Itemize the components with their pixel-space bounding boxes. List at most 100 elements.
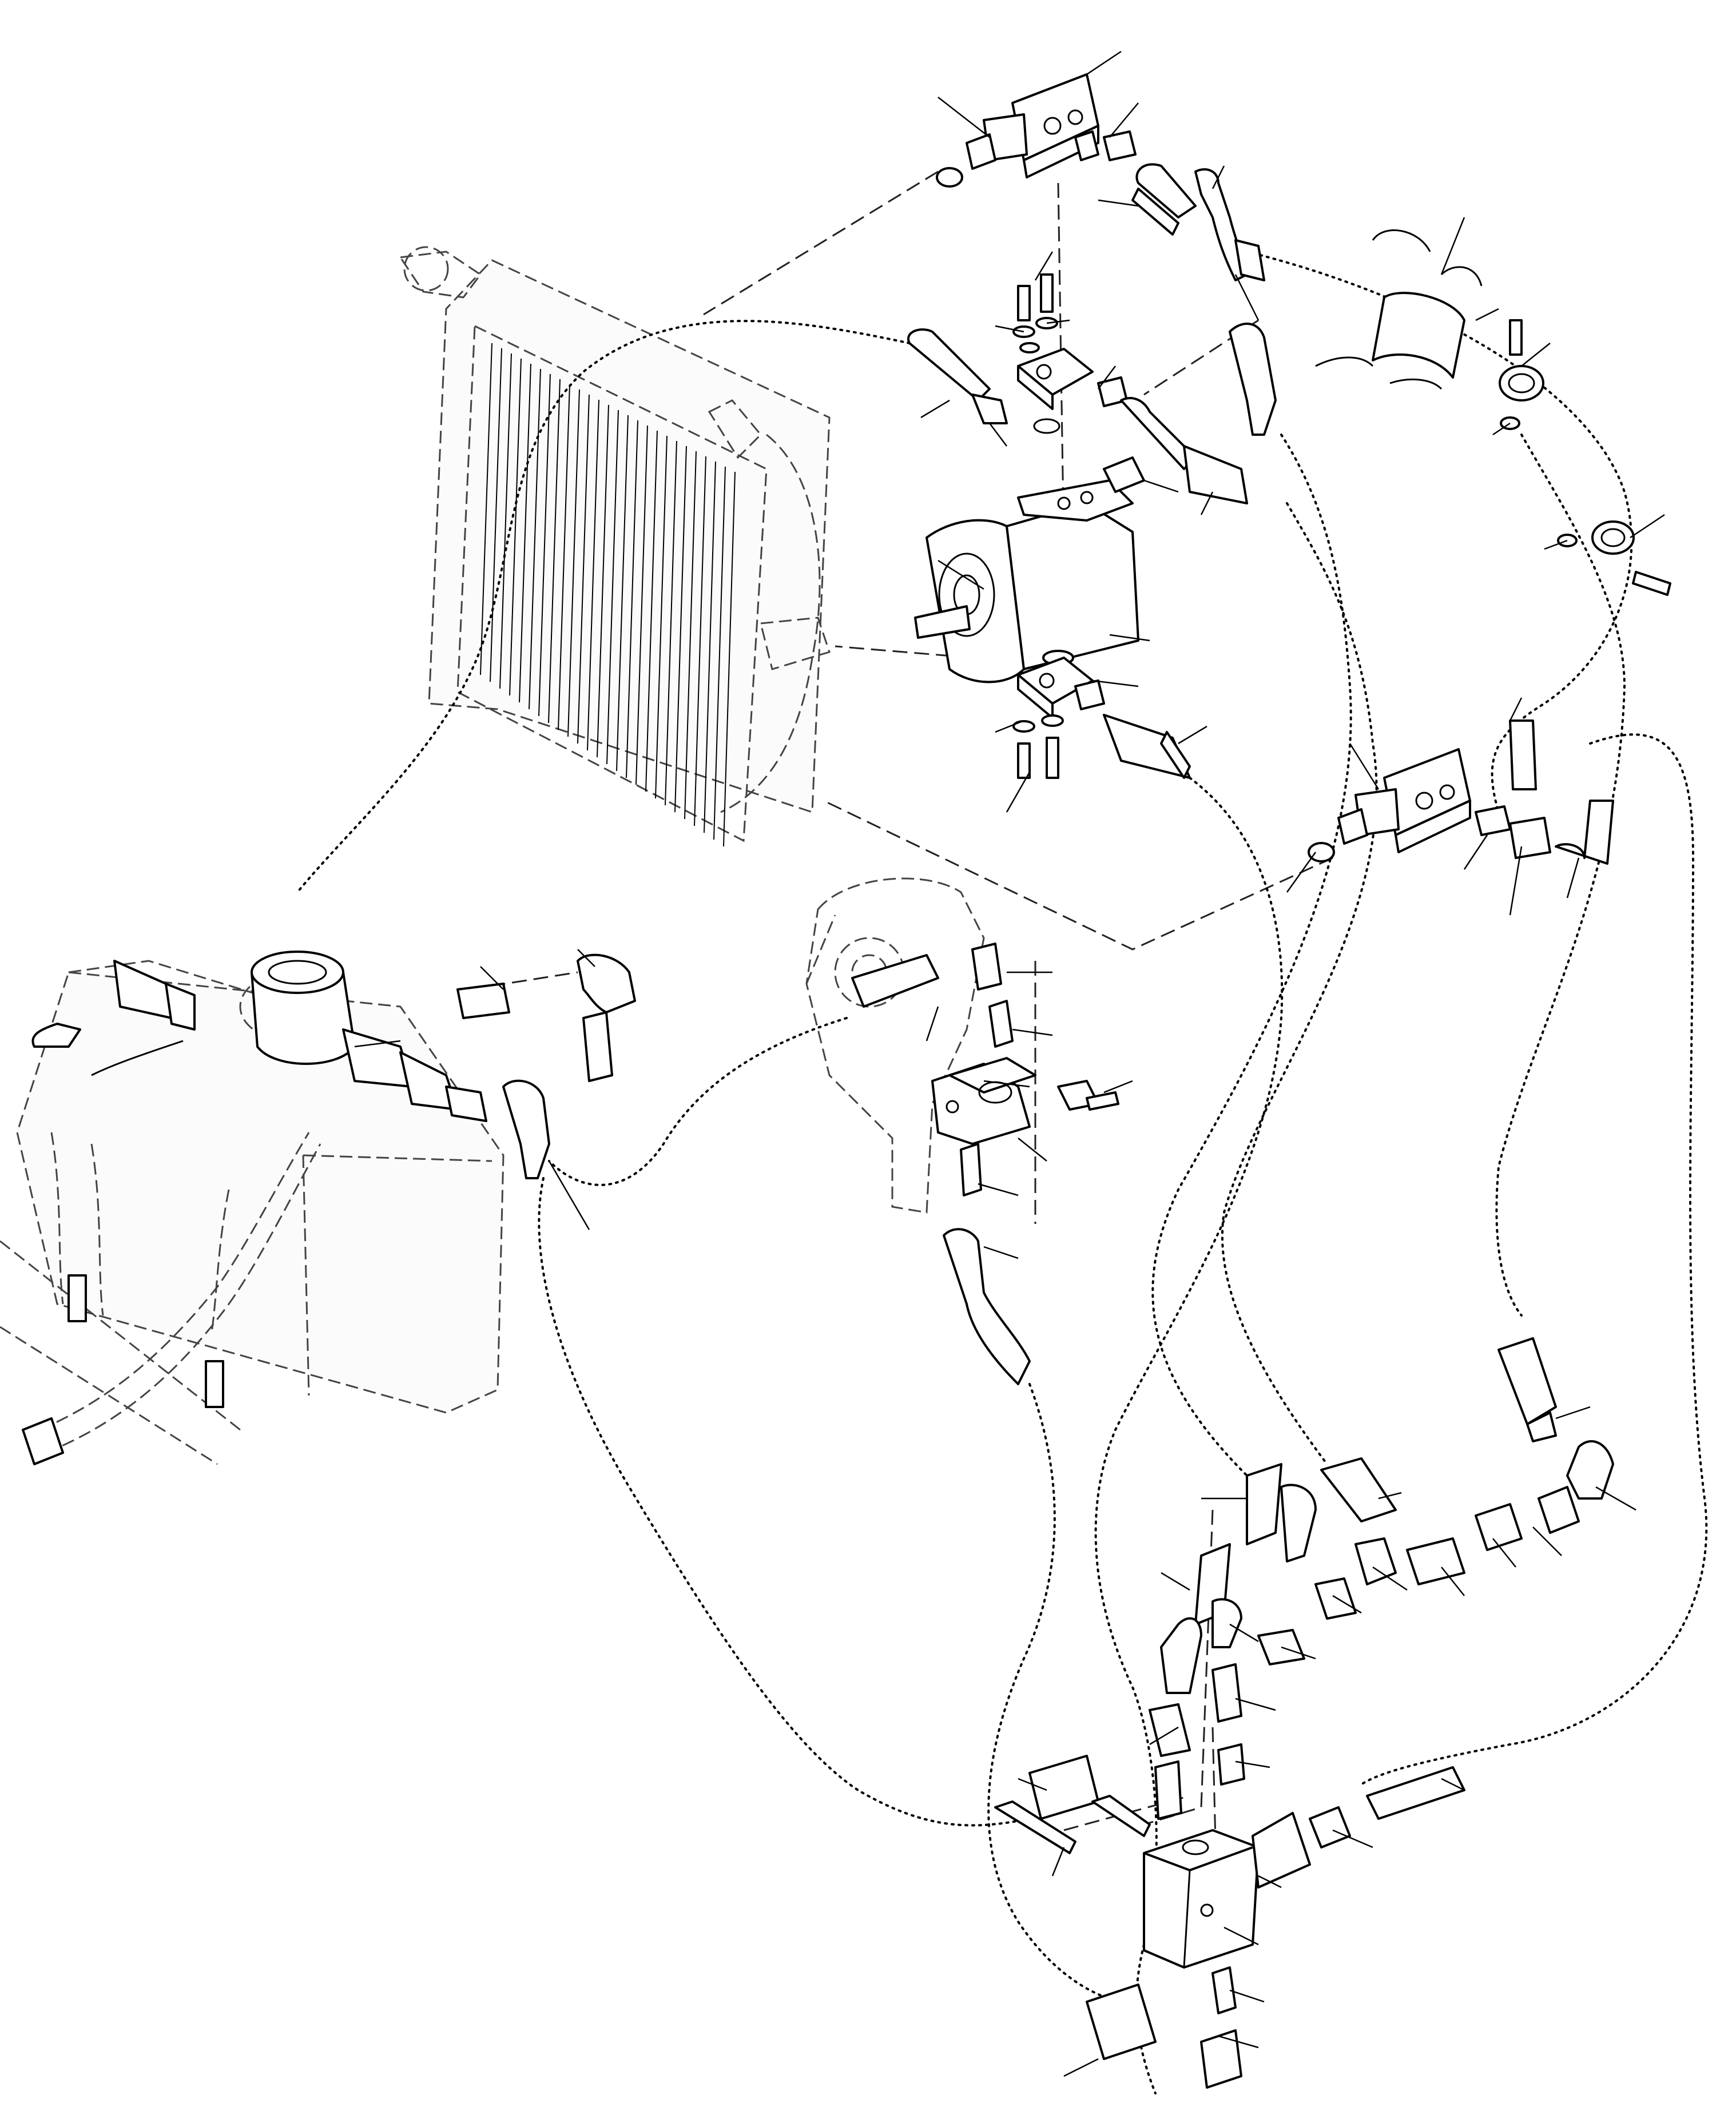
- callout-leader-line: [1051, 1847, 1065, 1877]
- radiator-fin: [558, 384, 570, 730]
- callout-leader-line: [1109, 102, 1139, 138]
- callout-leader-line: [1332, 1829, 1373, 1848]
- radiator-fin: [616, 415, 629, 772]
- callout-leader-line: [1555, 1406, 1591, 1420]
- callout-leader-line: [1229, 1623, 1259, 1643]
- callout-leader-line: [1281, 1646, 1316, 1660]
- callout-leader-line: [1018, 1778, 1047, 1791]
- callout-leader-line: [1509, 697, 1523, 721]
- callout-leader-line: [1012, 1028, 1053, 1036]
- callout-leader-line: [1149, 1726, 1179, 1746]
- diverter-valve-middle: [1308, 719, 1614, 865]
- callout-leader-line: [1063, 2058, 1099, 2077]
- radiator-fin: [713, 466, 726, 840]
- upper-pump-flange: [1012, 273, 1145, 493]
- radiator-fin: [606, 410, 619, 765]
- callout-leader-line: [577, 949, 595, 967]
- lower-pump-flange: [1012, 650, 1105, 779]
- radiator-fin: [548, 379, 561, 723]
- radiator-fin: [635, 425, 648, 785]
- radiator-fin: [480, 343, 492, 675]
- callout-leader-line: [920, 399, 950, 419]
- callout-leader-line: [1566, 857, 1580, 899]
- radiator-fin: [684, 451, 697, 820]
- callout-leader-line: [1143, 479, 1179, 493]
- radiator-fin: [587, 399, 599, 751]
- radiator-fin: [704, 461, 716, 833]
- callout-leader-line: [1332, 1595, 1362, 1614]
- lower-centre-hoses: [1028, 1463, 1317, 1820]
- pump-hoses: [907, 323, 1277, 779]
- radiator-fin: [519, 363, 531, 703]
- callout-leader-line: [1006, 772, 1031, 813]
- callout-leader-line: [925, 1006, 939, 1041]
- radiator-fin: [645, 430, 658, 792]
- diverter-valve-upper: [936, 73, 1137, 188]
- callout-leader-line: [1630, 514, 1665, 539]
- callout-leader-line: [1544, 539, 1568, 550]
- callout-leader-line: [1218, 2035, 1259, 2049]
- radiator-fin: [499, 353, 512, 689]
- callout-leader-line: [1223, 1926, 1259, 1946]
- callout-leader-line: [1349, 743, 1380, 790]
- hydraulic-pump-upper: [914, 479, 1139, 683]
- radiator-fin: [577, 394, 590, 744]
- callout-leader-line: [1509, 846, 1523, 916]
- manifold-block: [994, 1766, 1465, 2089]
- callout-leader-line: [989, 423, 1007, 447]
- radiator-oil-cooler: [399, 246, 831, 847]
- callout-leader-line: [1372, 1566, 1408, 1591]
- callout-leader-line: [1018, 1138, 1047, 1162]
- callout-leader-line: [1098, 365, 1116, 389]
- callout-leader-line: [548, 1160, 590, 1230]
- radiator-fin: [655, 435, 668, 799]
- radiator-fin: [509, 358, 522, 696]
- callout-leader-line: [937, 559, 984, 590]
- callout-leader-line: [1211, 165, 1225, 189]
- callout-leader-line: [1092, 679, 1139, 687]
- callout-leader-line: [1492, 422, 1511, 436]
- callout-leader-line: [1235, 1760, 1270, 1768]
- engine-housing: [805, 877, 985, 1214]
- callout-leader-line: [1475, 308, 1499, 321]
- radiator-fin: [529, 368, 541, 710]
- callout-leader-line: [1595, 1486, 1636, 1511]
- callout-leader-line: [1521, 343, 1551, 367]
- radiator-fin: [694, 456, 706, 826]
- callout-leader-line: [1463, 834, 1488, 870]
- lower-right-hoses: [1257, 1337, 1614, 1665]
- callout-leader-line: [1178, 725, 1207, 745]
- callout-leader-line: [978, 1183, 1019, 1196]
- radiator-fins: [480, 343, 736, 847]
- callout-leader-line: [1440, 217, 1465, 275]
- callout-leader-line: [354, 1040, 401, 1048]
- callout-leader-line: [1234, 274, 1260, 321]
- callout-leader-line: [995, 325, 1024, 333]
- upper-hose-fittings: [1131, 163, 1265, 281]
- filter-head: [31, 951, 487, 1122]
- radiator-fin: [567, 389, 580, 737]
- tank-fittings: [456, 953, 636, 1179]
- callout-leader-line: [1492, 1538, 1516, 1568]
- callout-leader-line: [983, 1080, 1030, 1088]
- radiator-fin: [538, 373, 551, 717]
- callout-leader-line: [1046, 319, 1070, 324]
- callout-leader-line: [1086, 50, 1122, 75]
- callout-leader-line: [1441, 1778, 1465, 1791]
- callout-leader-line: [1103, 1080, 1133, 1094]
- callout-leader-line: [1286, 852, 1317, 893]
- callout-leader-line: [1532, 1526, 1562, 1556]
- callout-leader-line: [480, 966, 504, 990]
- radiator-fin: [665, 440, 677, 806]
- callout-leader-line: [1229, 1989, 1265, 2003]
- radiator-fin: [626, 420, 638, 778]
- callout-leader-line: [1235, 1697, 1276, 1711]
- radiator-fin: [723, 471, 736, 847]
- lower-pump-hose: [943, 1228, 1031, 1385]
- callout-leader-line: [1378, 1492, 1402, 1500]
- hose-clamps: [1315, 229, 1671, 596]
- callout-leader-line: [1441, 1567, 1465, 1596]
- callout-leader-line: [1109, 634, 1150, 642]
- callout-leader-line: [1098, 199, 1139, 207]
- callout-leader-line: [983, 1246, 1019, 1259]
